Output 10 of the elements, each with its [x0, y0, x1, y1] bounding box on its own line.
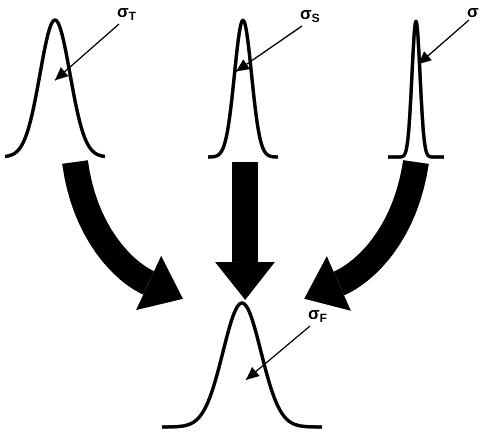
sigma-label: σ$_{S}$ — [300, 4, 320, 28]
sigma-label: σ$_{F}$ — [308, 304, 327, 328]
sigma-label: σ — [467, 2, 479, 22]
leader-line — [54, 23, 120, 81]
thick-arrow — [62, 160, 182, 310]
sigma-label: σ$_{T}$ — [117, 2, 136, 26]
leader-line — [246, 325, 310, 380]
thick-arrow — [215, 162, 276, 300]
leader-line — [236, 25, 302, 72]
thick-arrow — [305, 160, 429, 310]
